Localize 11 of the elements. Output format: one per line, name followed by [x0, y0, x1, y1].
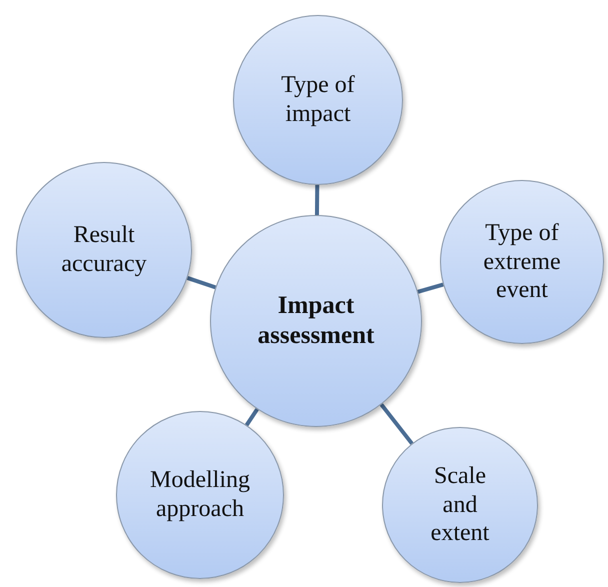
connector-line [314, 184, 320, 216]
topic-label: Result accuracy [60, 221, 148, 279]
topic-label: Scale and extent [430, 462, 490, 548]
connector-line [417, 282, 444, 294]
topic-label: Type of impact [280, 71, 356, 129]
topic-label: Type of extreme event [482, 218, 562, 306]
connector-line [186, 276, 216, 290]
topic-label: Modelling approach [149, 466, 251, 524]
connector-line [244, 408, 259, 426]
connector-line [380, 403, 414, 445]
central-label: Impact assessment [256, 291, 376, 351]
